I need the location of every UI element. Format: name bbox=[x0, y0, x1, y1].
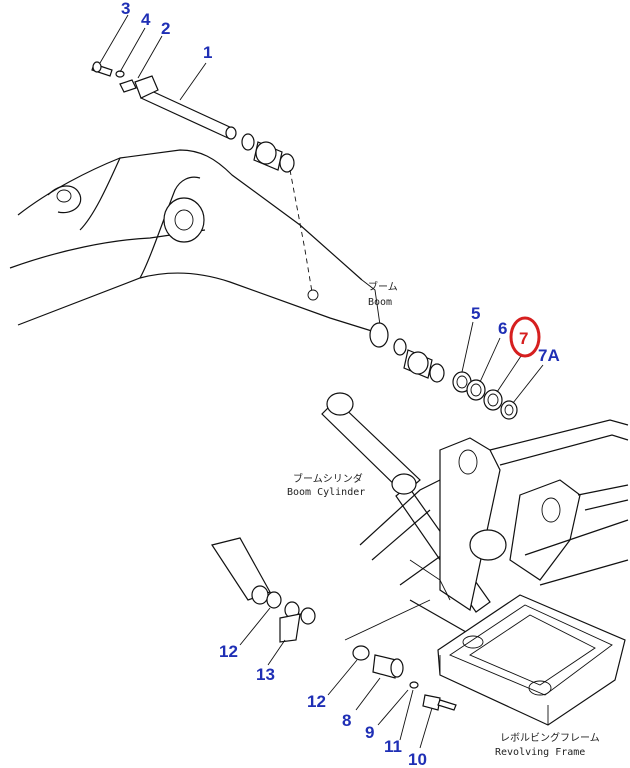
callout-13[interactable]: 13 bbox=[256, 665, 275, 684]
callout-3[interactable]: 3 bbox=[121, 0, 130, 18]
boom-label-jp: ブーム bbox=[368, 280, 398, 293]
part-labels: ブーム Boom ブームシリンダ Boom Cylinder レボルビングフレー… bbox=[287, 280, 600, 758]
bolt-3 bbox=[91, 61, 113, 77]
revolving-frame bbox=[359, 419, 629, 726]
bushing-lower bbox=[393, 338, 445, 383]
callout-2[interactable]: 2 bbox=[161, 19, 170, 38]
boom bbox=[9, 149, 389, 348]
callout-6[interactable]: 6 bbox=[498, 319, 507, 338]
frame-label-en: Revolving Frame bbox=[495, 747, 585, 758]
callout-12-lower[interactable]: 12 bbox=[307, 692, 326, 711]
callout-5[interactable]: 5 bbox=[471, 304, 480, 323]
bushing-upper bbox=[241, 133, 295, 173]
shims bbox=[452, 371, 518, 420]
bolt-10 bbox=[422, 694, 457, 711]
callout-11[interactable]: 11 bbox=[384, 737, 402, 756]
frame-label-jp: レボルビングフレーム bbox=[500, 731, 600, 744]
pin-8 bbox=[352, 645, 404, 679]
pin-axis-guide bbox=[289, 169, 313, 293]
leader-lines bbox=[99, 14, 544, 749]
callout-7a[interactable]: 7A bbox=[538, 346, 560, 365]
callout-12-upper[interactable]: 12 bbox=[219, 642, 238, 661]
callout-10[interactable]: 10 bbox=[408, 750, 427, 768]
callout-8[interactable]: 8 bbox=[342, 711, 351, 730]
cylinder-label-jp: ブームシリンダ bbox=[293, 472, 363, 485]
callout-4[interactable]: 4 bbox=[141, 10, 151, 29]
callout-7[interactable]: 7 bbox=[519, 329, 528, 348]
boom-foot-pin bbox=[134, 75, 237, 140]
cylinder-label-en: Boom Cylinder bbox=[287, 487, 365, 498]
washer-4 bbox=[115, 70, 125, 78]
callout-numbers: 1 2 3 4 5 6 7 7A 12 13 12 8 9 11 10 bbox=[121, 0, 560, 768]
shims-12-13 bbox=[266, 591, 316, 643]
callout-9[interactable]: 9 bbox=[365, 723, 374, 742]
washer-11 bbox=[409, 681, 419, 689]
cylinder-pin bbox=[211, 537, 271, 605]
plate-2 bbox=[119, 79, 137, 93]
boom-label-en: Boom bbox=[368, 297, 392, 308]
highlight-ring bbox=[509, 316, 541, 358]
callout-1[interactable]: 1 bbox=[203, 43, 212, 62]
